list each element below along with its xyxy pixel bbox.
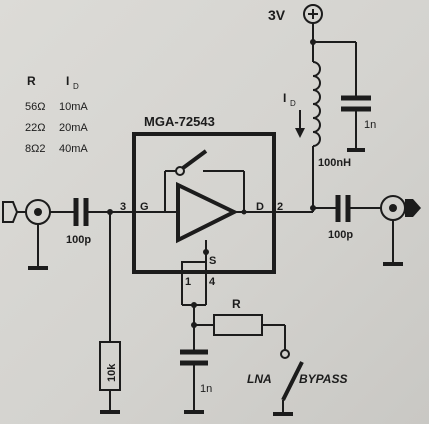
input-arrow-icon (2, 201, 19, 223)
supply-label: 3V (268, 7, 286, 23)
chip-outline (132, 132, 276, 274)
supply-terminal: 3V (268, 4, 323, 45)
arrow-down-icon (295, 128, 305, 138)
source-capacitor: 1n (180, 349, 212, 414)
pin-4-label: 4 (209, 276, 216, 288)
source-resistor: R (194, 297, 286, 350)
amplifier-triangle-icon (176, 181, 239, 244)
pin-d-label: D (256, 201, 264, 213)
table-row-3-id: 40mA (59, 143, 88, 155)
input-capacitor-label: 100p (66, 234, 91, 246)
bias-table: R I D 56Ω 10mA 22Ω 20mA 8Ω2 40mA (25, 74, 88, 155)
input-capacitor: 100p (66, 198, 91, 246)
lna-bypass-switch[interactable]: LNA BYPASS (247, 349, 347, 416)
table-row-2-id: 20mA (59, 122, 88, 134)
table-row-2-r: 22Ω (25, 122, 45, 134)
current-label-sub: D (290, 99, 296, 108)
amplifier-chip: MGA-72543 3 G D 2 S 1 4 (120, 114, 313, 306)
pin-s-label: S (209, 255, 216, 267)
table-row-3-r: 8Ω2 (25, 143, 45, 155)
pin-1-label: 1 (185, 276, 191, 288)
switch-bypass-label: BYPASS (299, 372, 347, 386)
source-resistor-label: R (232, 297, 241, 311)
inductor: 100nH (312, 42, 351, 208)
source-capacitor-label: 1n (200, 383, 212, 395)
input-connector (2, 199, 74, 270)
current-label: I (283, 91, 286, 105)
bias-resistor-label: 10k (106, 363, 118, 382)
pin-g-label: G (140, 201, 149, 213)
decoupling-capacitor: 1n (313, 41, 376, 152)
switch-lna-label: LNA (247, 372, 272, 386)
internal-switch-lever-icon (181, 149, 208, 170)
internal-switch-contact (175, 166, 185, 176)
table-header-r: R (27, 74, 36, 88)
output-capacitor: 100p (328, 195, 353, 241)
table-row-1-id: 10mA (59, 101, 88, 113)
output-connector (350, 195, 421, 266)
switch-lever-icon[interactable] (281, 361, 304, 401)
table-header-id-sub: D (73, 82, 79, 91)
inductor-label: 100nH (318, 157, 351, 169)
table-row-1-r: 56Ω (25, 101, 45, 113)
current-arrow: I D (283, 91, 305, 138)
output-arrow-icon (405, 199, 421, 217)
bias-resistor: 10k (99, 212, 121, 414)
switch-contact (280, 349, 290, 359)
decoupling-capacitor-label: 1n (364, 119, 376, 131)
output-capacitor-label: 100p (328, 229, 353, 241)
table-header-id: I (66, 74, 69, 88)
pin-d-number: 2 (277, 201, 283, 213)
pin-g-number: 3 (120, 201, 126, 213)
chip-part-number: MGA-72543 (144, 114, 215, 129)
